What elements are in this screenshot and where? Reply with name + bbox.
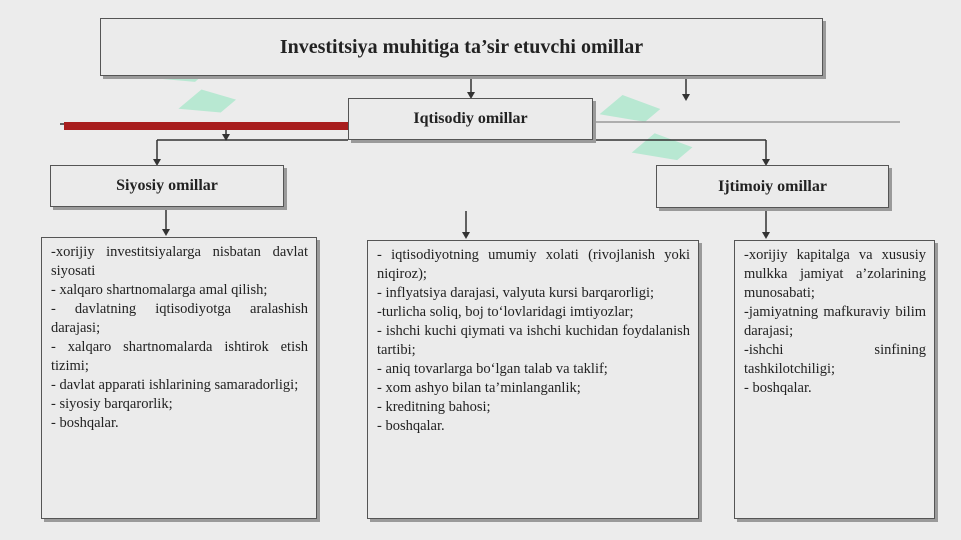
list-item: - iqtisodiyotning umumiy xolati (rivojla… (377, 247, 690, 282)
list-item: -xorijiy kapitalga va xususiy mulkka jam… (744, 247, 926, 301)
list-item: - xom ashyo bilan ta’minlanganlik; (377, 380, 581, 396)
list-item: - davlat apparati ishlarining samaradorl… (51, 377, 299, 393)
list-item: - kreditning bahosi; (377, 399, 491, 415)
list-item: - boshqalar. (744, 380, 812, 396)
list-item: - ishchi kuchi qiymati va ishchi kuchida… (377, 323, 690, 358)
list-item: -xorijiy investitsiyalarga nisbatan davl… (51, 244, 308, 279)
political-factors-box: Siyosiy omillar (50, 165, 284, 207)
list-item: -jamiyatning mafkuraviy bilim darajasi; (744, 304, 926, 339)
economic-factors-label: Iqtisodiy omillar (413, 110, 528, 127)
social-factors-list: -xorijiy kapitalga va xususiy mulkka jam… (734, 240, 935, 519)
list-item: -turlicha soliq, boj to‘lovlaridagi imti… (377, 304, 634, 320)
list-item: - boshqalar. (51, 415, 119, 431)
economic-factors-box: Iqtisodiy omillar (348, 98, 593, 140)
list-item: - xalqaro shartnomalarga amal qilish; (51, 282, 268, 298)
list-item: - xalqaro shartnomalarda ishtirok etish … (51, 339, 308, 374)
social-factors-label: Ijtimoiy omillar (718, 177, 827, 195)
political-factors-list: -xorijiy investitsiyalarga nisbatan davl… (41, 237, 317, 519)
list-item: - boshqalar. (377, 418, 445, 434)
watermark-logo (585, 68, 724, 215)
list-item: - aniq tovarlarga bo‘lgan talab va takli… (377, 361, 608, 377)
economic-factors-list: - iqtisodiyotning umumiy xolati (rivojla… (367, 240, 699, 519)
main-title: Investitsiya muhitiga ta’sir etuvchi omi… (279, 35, 644, 58)
list-item: - davlatning iqtisodiyotga aralashish da… (51, 301, 308, 336)
list-item: -ishchi sinfining tashkilotchiligi; (744, 342, 926, 377)
political-factors-label: Siyosiy omillar (116, 177, 218, 194)
list-item: - inflyatsiya darajasi, valyuta kursi ba… (377, 285, 655, 301)
main-title-box: Investitsiya muhitiga ta’sir etuvchi omi… (100, 18, 823, 76)
social-factors-box: Ijtimoiy omillar (656, 165, 889, 208)
list-item: - siyosiy barqarorlik; (51, 396, 173, 412)
